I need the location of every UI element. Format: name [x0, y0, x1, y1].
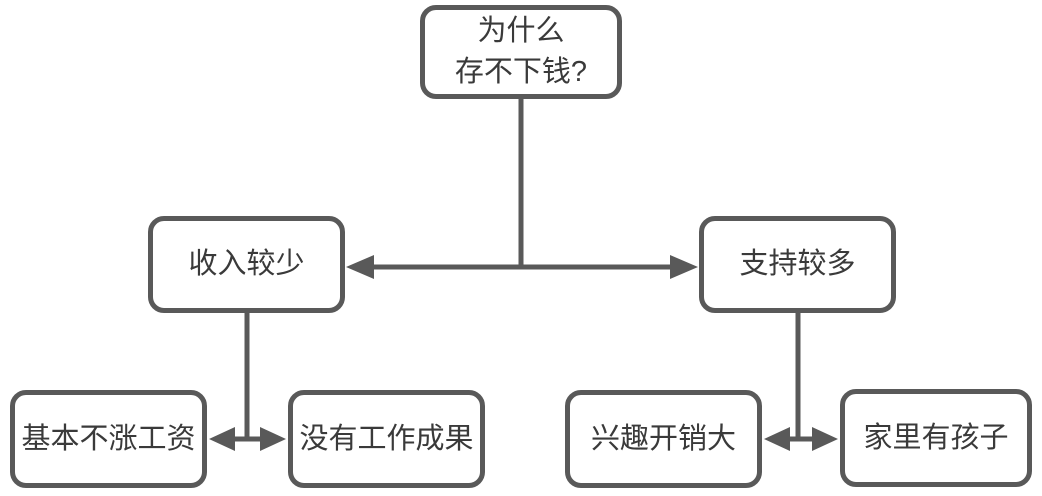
arrowhead-left-icon	[346, 255, 374, 279]
node-spending[interactable]: 支持较多	[699, 216, 896, 313]
edge-root-to-level2	[346, 99, 698, 279]
node-hobby[interactable]: 兴趣开销大	[565, 390, 762, 488]
node-no-raise-label: 基本不涨工资	[21, 422, 196, 455]
node-kids[interactable]: 家里有孩子	[840, 389, 1032, 487]
node-root[interactable]: 为什么 存不下钱?	[420, 5, 622, 99]
node-kids-label: 家里有孩子	[863, 421, 1009, 454]
node-spending-label: 支持较多	[739, 248, 856, 281]
node-income-label: 收入较少	[188, 248, 305, 281]
edge-spending-to-leaves	[764, 313, 838, 451]
edge-income-to-leaves	[209, 313, 286, 451]
node-hobby-label: 兴趣开销大	[590, 422, 736, 455]
node-income[interactable]: 收入较少	[148, 216, 345, 313]
arrowhead-right-icon	[260, 427, 286, 451]
node-no-raise[interactable]: 基本不涨工资	[10, 390, 207, 488]
node-root-label-line2: 存不下钱?	[454, 56, 588, 88]
node-no-results[interactable]: 没有工作成果	[288, 390, 485, 488]
node-no-results-label: 没有工作成果	[299, 422, 474, 455]
arrowhead-left-icon	[209, 427, 235, 451]
node-root-label-line1: 为什么	[477, 15, 565, 48]
arrowhead-right-icon	[670, 255, 698, 279]
arrowhead-left-icon	[764, 427, 790, 451]
arrowhead-right-icon	[812, 427, 838, 451]
